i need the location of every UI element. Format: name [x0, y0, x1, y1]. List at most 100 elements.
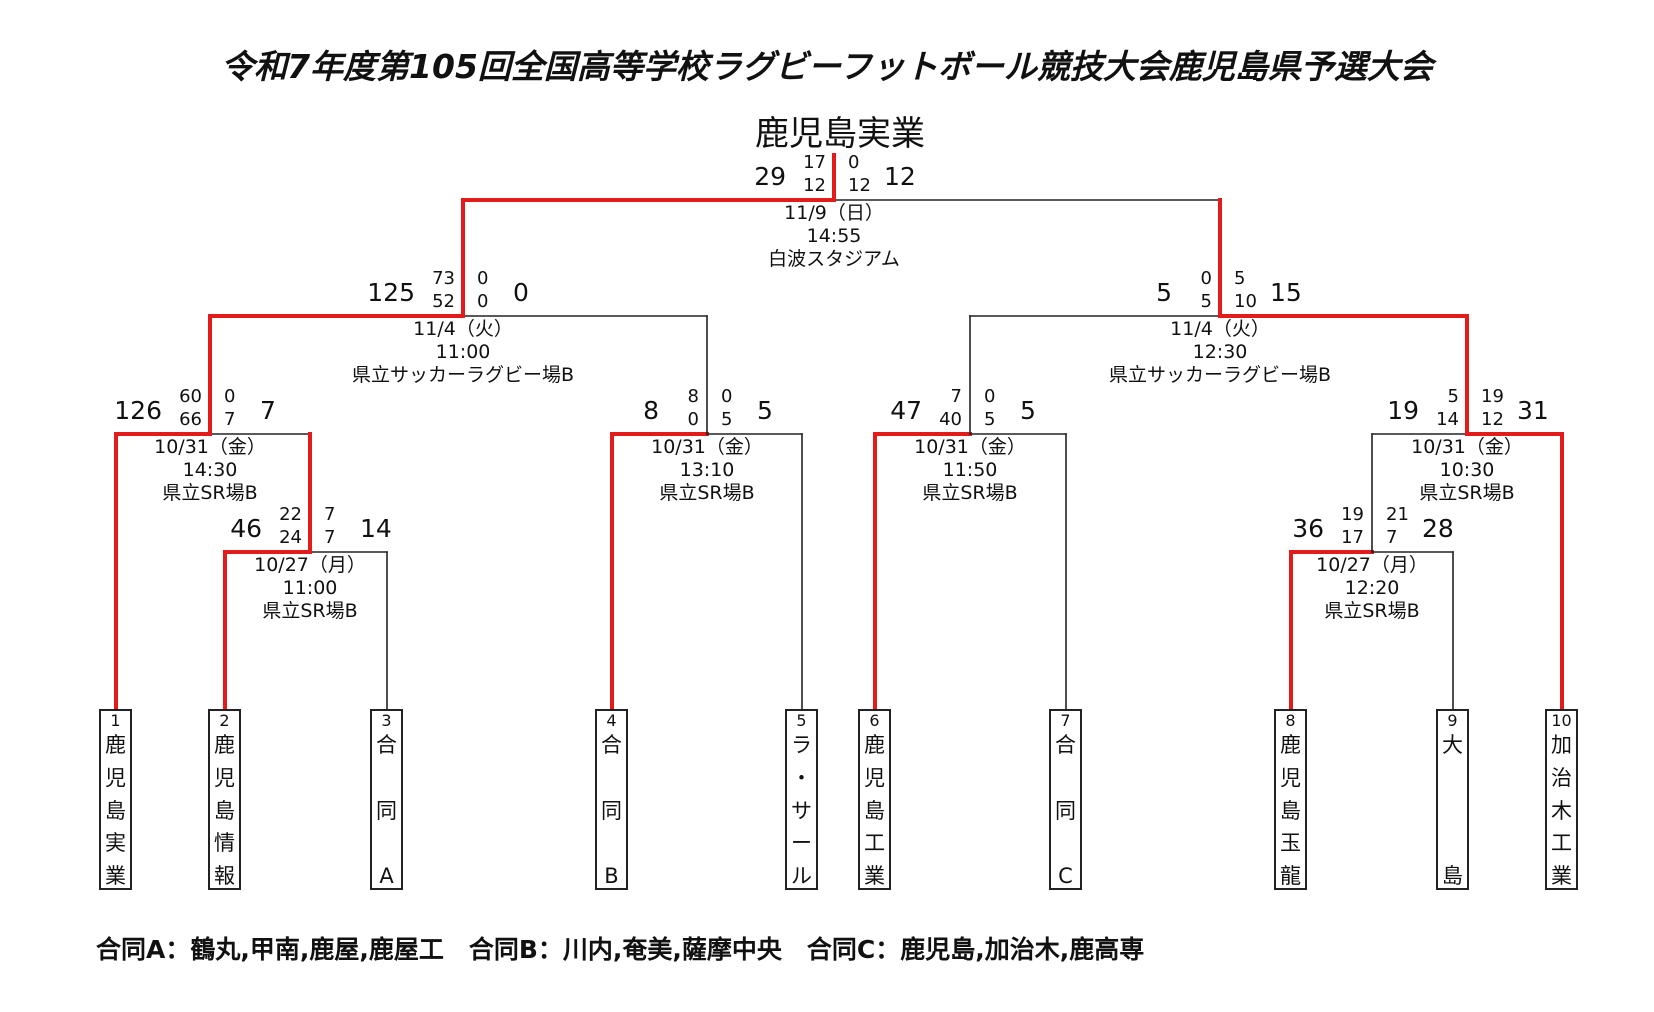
final-total-left: 29 [754, 162, 786, 191]
r1_right-venue: 県立SR場B [1324, 600, 1420, 622]
qf2-half-left-1: 8 [687, 386, 699, 407]
team-name-char [1062, 833, 1069, 854]
r1_right-half-left-2: 17 [1341, 527, 1364, 548]
qf1-venue: 県立SR場B [162, 482, 258, 504]
team-name-char: 鹿 [864, 733, 885, 757]
tournament-title: 令和7年度第105回全国高等学校ラグビーフットボール競技大会鹿児島県予選大会 [221, 47, 1433, 86]
team-name-char: 島 [1280, 798, 1301, 823]
team-name-char: B [604, 864, 619, 888]
team-name-char: 大 [1442, 733, 1463, 757]
joint-team-footnote: 合同A：鶴丸,甲南,鹿屋,鹿屋工 合同B：川内,奄美,薩摩中央 合同C：鹿児島,… [96, 935, 1145, 964]
team-name-char [608, 768, 615, 789]
sf1-total-left: 125 [367, 278, 415, 307]
qf3-half-left-2: 40 [939, 409, 962, 430]
team-name: 加治木工業 [1547, 731, 1576, 889]
qf2-half-right-1: 0 [721, 386, 733, 407]
team-number: 3 [381, 711, 392, 730]
r1_left-half-left-1: 22 [279, 504, 302, 525]
team-name-char: 合 [1055, 733, 1076, 757]
qf2-total-right: 5 [757, 396, 773, 425]
team-name: 大 島 [1438, 731, 1467, 889]
champion-name: 鹿児島実業 [755, 114, 925, 154]
team-number: 10 [1551, 711, 1572, 730]
qf3-date: 10/31（金） [914, 436, 1026, 458]
r1_left-half-left-2: 24 [279, 527, 302, 548]
qf2-half-right-2: 5 [721, 409, 733, 430]
team-name-char: 島 [105, 798, 126, 823]
team-name-char [1062, 768, 1069, 789]
qf4-half-left-1: 5 [1447, 386, 1459, 407]
qf2-total-left: 8 [643, 396, 659, 425]
final-time: 14:55 [806, 225, 862, 247]
qf1-half-right-1: 0 [224, 386, 236, 407]
qf4-total-left: 19 [1387, 396, 1419, 425]
sf1-half-right-1: 0 [477, 268, 489, 289]
team-name-char [608, 833, 615, 854]
sf1-date: 11/4（火） [413, 318, 513, 340]
r1_left-half-right-2: 7 [324, 527, 336, 548]
team-name: 合 同 B [597, 731, 626, 889]
sf2-total-left: 5 [1156, 278, 1172, 307]
final-half-right-2: 12 [848, 175, 871, 196]
team-name-char: A [379, 864, 394, 888]
team-name-char: 合 [601, 733, 622, 757]
qf4-half-right-2: 12 [1481, 409, 1504, 430]
final-half-left-2: 12 [803, 175, 826, 196]
team-name: 鹿児島情報 [210, 731, 239, 889]
qf3-venue: 県立SR場B [922, 482, 1018, 504]
team-name-char: 同 [601, 798, 622, 823]
team-name-char: 龍 [1280, 864, 1301, 888]
team-name-char: 治 [1551, 765, 1572, 790]
qf2-time: 13:10 [679, 459, 735, 481]
team-name-char: 島 [864, 798, 885, 823]
team-name-char [383, 833, 390, 854]
team-number: 2 [219, 711, 230, 730]
sf2-total-right: 15 [1270, 278, 1302, 307]
team-number: 8 [1285, 711, 1296, 730]
team-name-char: 島 [214, 798, 235, 823]
qf1-half-left-1: 60 [179, 386, 202, 407]
team-name-char: 情 [214, 831, 235, 856]
team-name: 鹿児島工業 [860, 731, 889, 889]
team-name: 鹿児島玉龍 [1276, 731, 1305, 889]
qf1-total-left: 126 [114, 396, 162, 425]
r1_left-total-right: 14 [360, 514, 392, 543]
r1_right-half-right-1: 21 [1386, 504, 1409, 525]
r1_left-date: 10/27（月） [254, 554, 366, 576]
team-name-char: 木 [1551, 798, 1572, 823]
sf1-venue: 県立サッカーラグビー場B [351, 364, 575, 386]
qf4-time: 10:30 [1439, 459, 1495, 481]
sf2-half-right-2: 10 [1234, 291, 1257, 312]
team-name-char: 児 [105, 765, 126, 790]
team-name-char [383, 768, 390, 789]
team-name-char: 玉 [1280, 831, 1301, 856]
qf2-venue: 県立SR場B [659, 482, 755, 504]
qf4-venue: 県立SR場B [1419, 482, 1515, 504]
team-name-char: ル [791, 864, 812, 888]
sf1-half-right-2: 0 [477, 291, 489, 312]
team-name-char: 実 [105, 831, 126, 856]
r1_right-total-left: 36 [1292, 514, 1324, 543]
team-name-char: 鹿 [214, 733, 235, 757]
qf3-half-right-1: 0 [984, 386, 996, 407]
qf4-half-left-2: 14 [1436, 409, 1459, 430]
sf1-half-left-1: 73 [432, 268, 455, 289]
sf2-time: 12:30 [1192, 341, 1248, 363]
team-name-char: 同 [376, 798, 397, 823]
r1_left-venue: 県立SR場B [262, 600, 358, 622]
team-name-char: 児 [1280, 765, 1301, 790]
qf2-half-left-2: 0 [687, 409, 699, 430]
sf2-half-right-1: 5 [1234, 268, 1246, 289]
team-number: 9 [1447, 711, 1458, 730]
team-name-char: 鹿 [1280, 733, 1301, 757]
qf1-date: 10/31（金） [154, 436, 266, 458]
sf2-venue: 県立サッカーラグビー場B [1108, 364, 1332, 386]
sf1-half-left-2: 52 [432, 291, 455, 312]
qf1-time: 14:30 [182, 459, 238, 481]
qf1-total-right: 7 [260, 396, 276, 425]
